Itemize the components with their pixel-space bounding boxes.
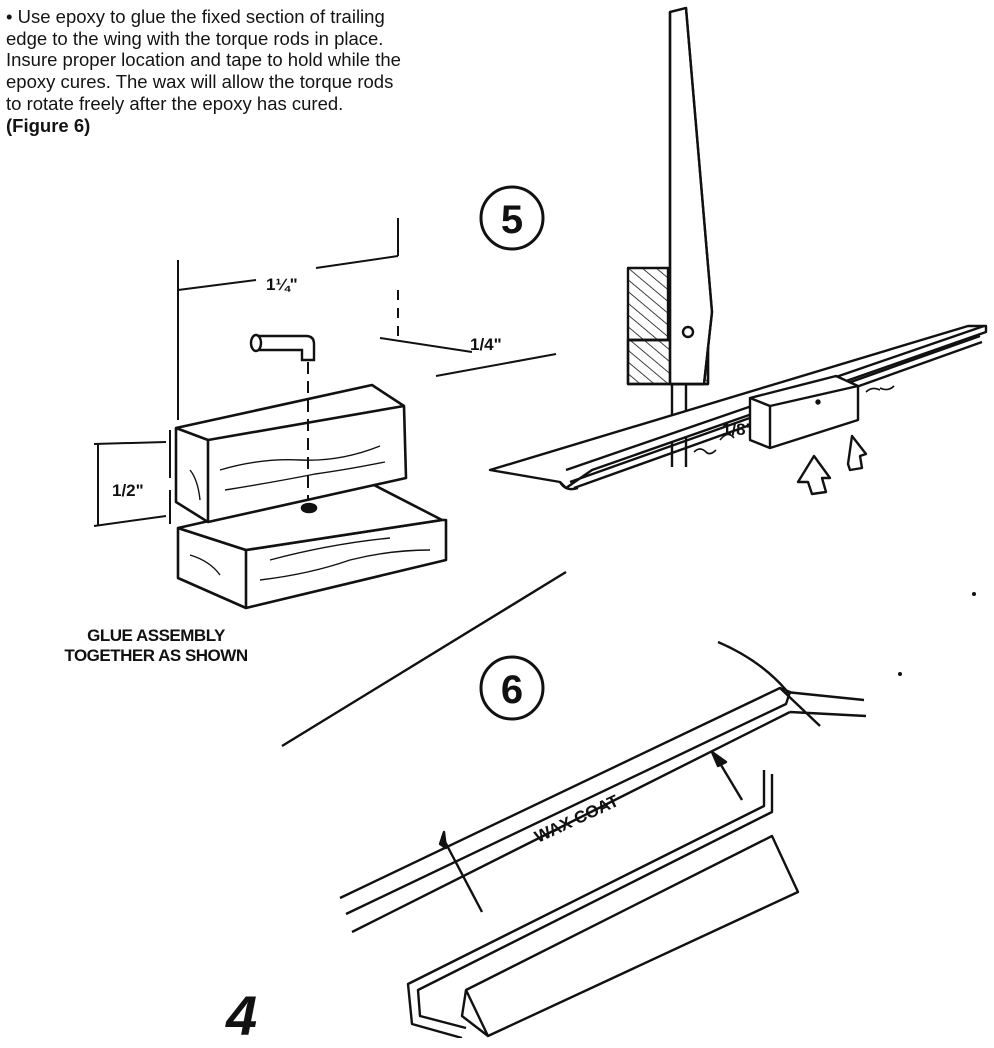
fixed-trailing-edge — [460, 834, 800, 1038]
dim-label-offset: 1/4" — [470, 335, 502, 354]
trailing-edge-strip — [488, 324, 988, 496]
wing-assembly — [281, 570, 867, 1038]
speck — [972, 592, 976, 596]
block-assembly — [174, 383, 448, 610]
dimension-lines — [93, 218, 557, 527]
figure-reference: (Figure 6) — [6, 114, 91, 136]
torque-rod — [249, 333, 316, 500]
glue-assembly-caption: GLUE ASSEMBLY TOGETHER AS SHOWN — [64, 626, 248, 665]
page-number: 4 — [226, 984, 258, 1047]
dim-label-width: 1¼" — [266, 275, 298, 294]
figure-6-number: 6 — [479, 655, 545, 721]
speck — [898, 672, 902, 676]
torque-rod-hole — [681, 325, 695, 339]
strip-block — [748, 374, 860, 450]
svg-text:5: 5 — [501, 198, 523, 242]
figure-5-number: 5 — [479, 185, 545, 251]
instruction-text: • Use epoxy to glue the fixed section of… — [6, 6, 401, 136]
upper-block-section — [626, 266, 670, 342]
svg-text:6: 6 — [501, 668, 523, 712]
upper-block — [174, 383, 408, 524]
side-profile-detail — [626, 6, 714, 467]
bent-torque-rod — [406, 770, 766, 1038]
dim-label-height: 1/2" — [112, 481, 144, 500]
